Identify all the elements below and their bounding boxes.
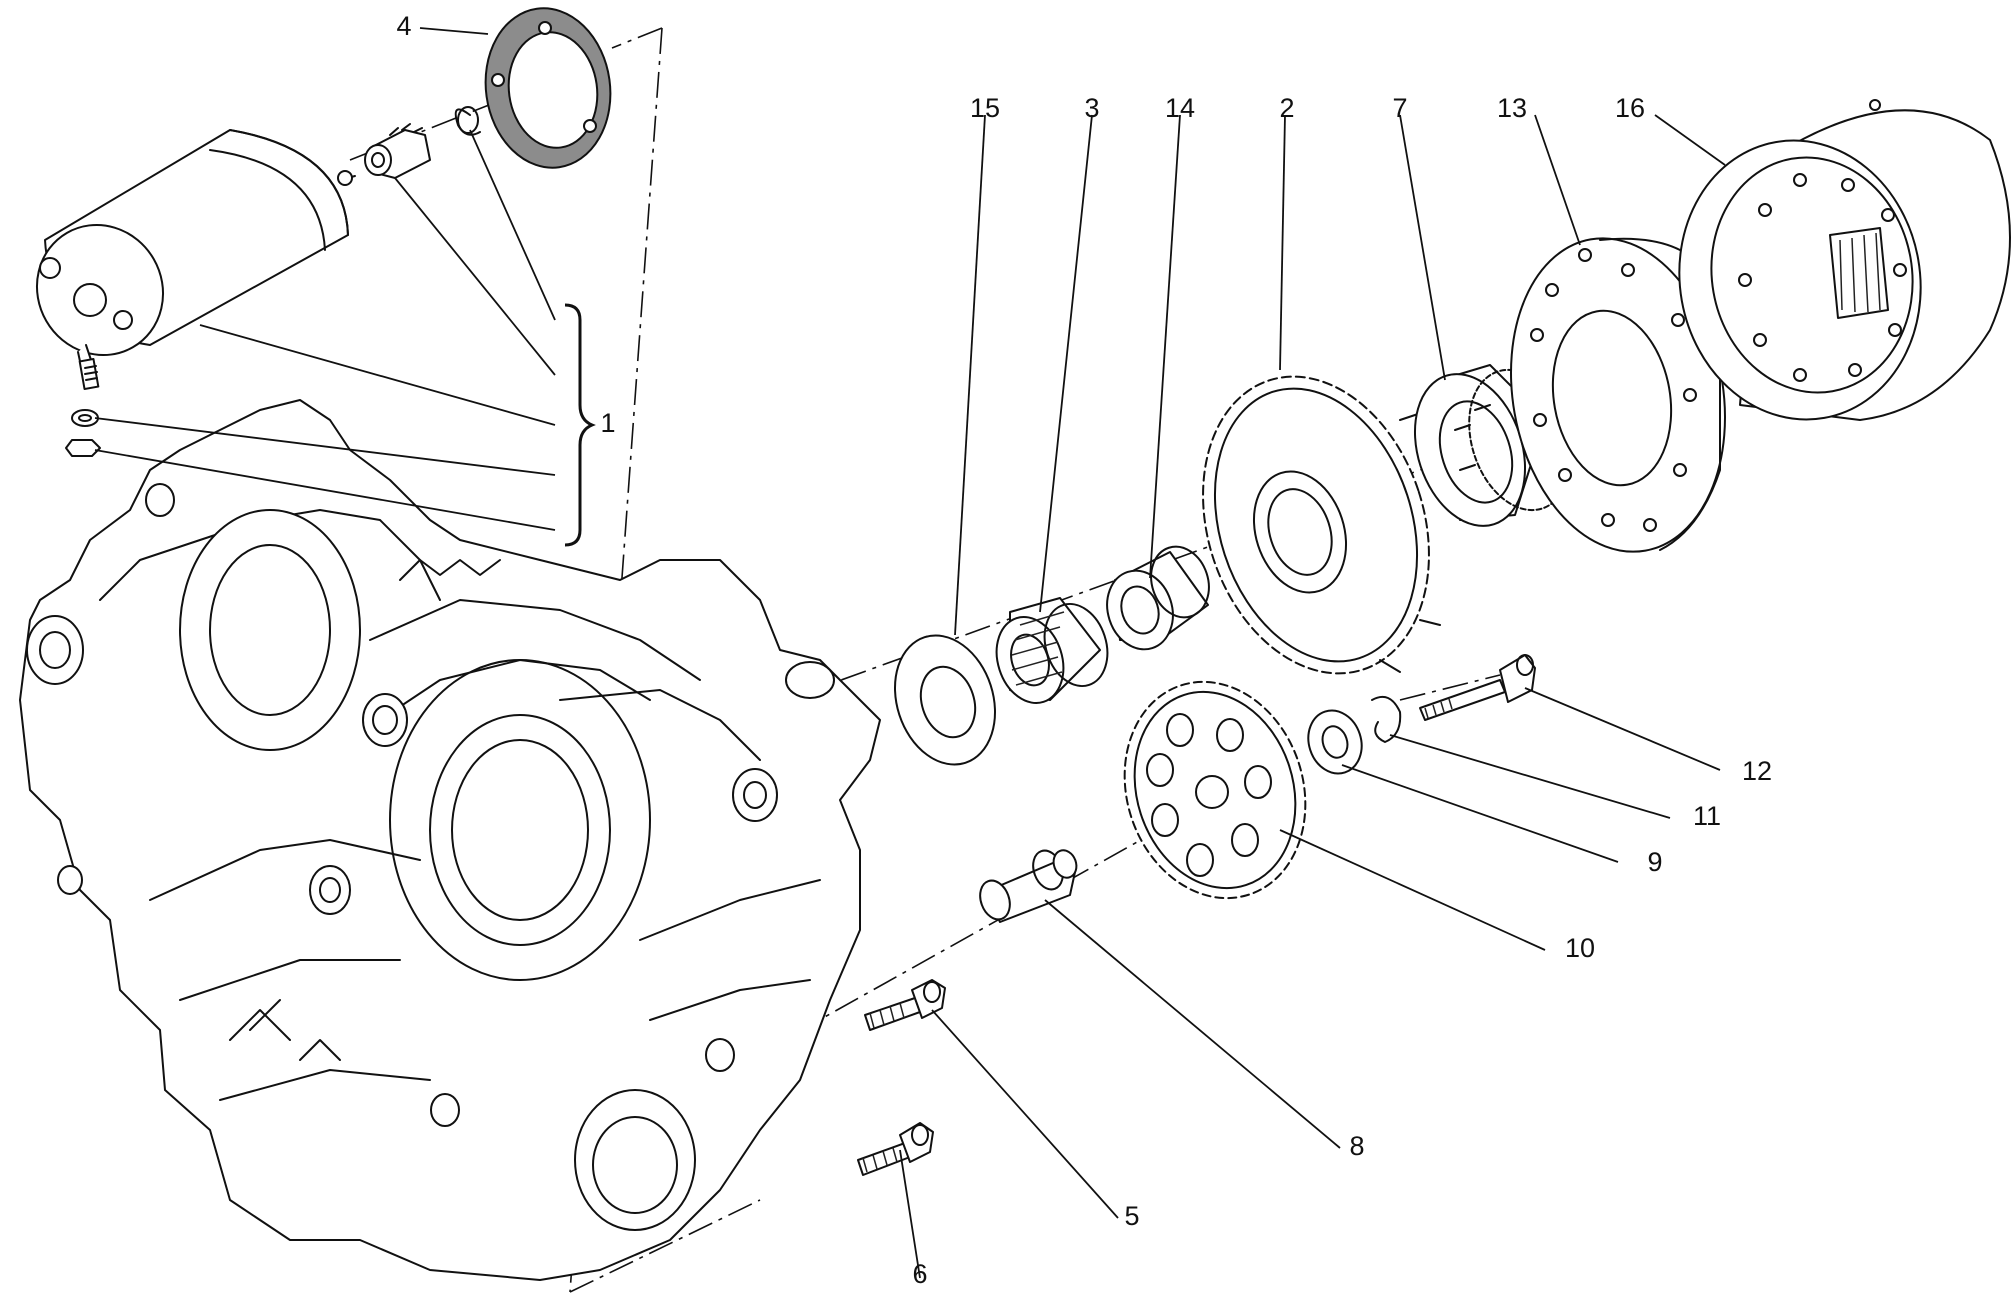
callout-15: 15 xyxy=(970,93,1000,123)
pinion-circlip xyxy=(454,106,481,136)
kit-brace xyxy=(564,303,596,547)
large-idler-gear xyxy=(1202,375,1441,675)
callout-13: 13 xyxy=(1497,93,1527,123)
callout-2: 2 xyxy=(1279,93,1294,123)
flange-gasket xyxy=(484,7,612,169)
callout-1: 1 xyxy=(600,408,615,438)
callout-6: 6 xyxy=(912,1259,927,1289)
callout-numbers: 1 2 3 4 5 6 7 8 9 10 11 12 13 14 15 16 xyxy=(396,11,1772,1289)
callout-5: 5 xyxy=(1124,1201,1139,1231)
callout-12: 12 xyxy=(1742,756,1772,786)
thrust-washer xyxy=(894,634,996,766)
flange-bolt xyxy=(864,979,946,1031)
bush xyxy=(1106,545,1210,651)
gear-circlip xyxy=(1371,696,1402,743)
idler-shaft xyxy=(979,849,1078,923)
starter-nut xyxy=(65,439,101,457)
long-bolt xyxy=(1419,654,1536,721)
gear-washer xyxy=(1307,709,1363,775)
callout-16: 16 xyxy=(1615,93,1645,123)
leader-lines xyxy=(94,27,1726,1279)
starter-pinion xyxy=(364,123,431,179)
cover-bolt xyxy=(857,1122,934,1176)
callout-3: 3 xyxy=(1084,93,1099,123)
callout-10: 10 xyxy=(1565,933,1595,963)
small-idler-gear xyxy=(1123,680,1307,900)
callout-7: 7 xyxy=(1392,93,1407,123)
callout-11: 11 xyxy=(1693,801,1721,831)
needle-bearing xyxy=(995,597,1109,704)
callout-8: 8 xyxy=(1349,1131,1364,1161)
starter-motor xyxy=(35,129,356,391)
callout-4: 4 xyxy=(396,11,411,41)
callout-14: 14 xyxy=(1165,93,1195,123)
starter-washer xyxy=(71,409,99,427)
crankcase-half xyxy=(19,399,881,1281)
flywheel-rotor xyxy=(1678,99,2011,421)
callout-9: 9 xyxy=(1647,847,1662,877)
